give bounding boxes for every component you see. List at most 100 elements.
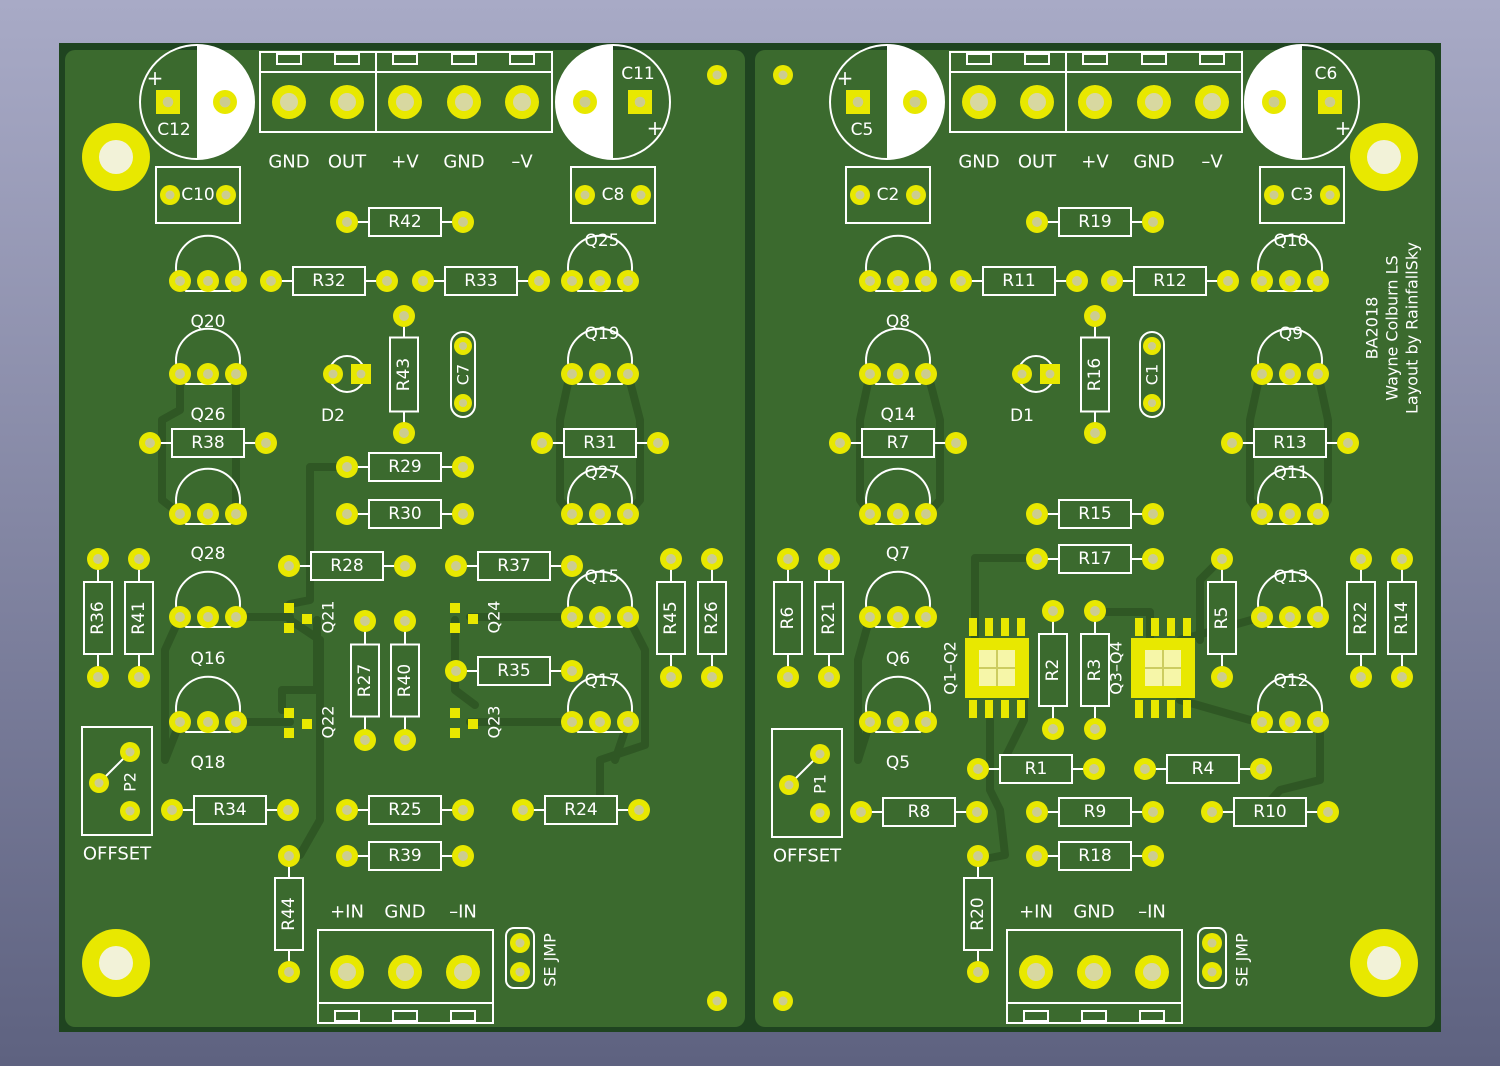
drill-hole [203, 369, 213, 379]
resistor-body [477, 656, 551, 686]
drill-hole [399, 311, 409, 321]
electrolytic-capacitor: +C12 [139, 44, 255, 160]
drill-hole [1017, 369, 1027, 379]
resistor-body [1058, 499, 1132, 529]
drill-hole [458, 851, 468, 861]
transistor: Q9 [1251, 324, 1329, 385]
resistor-body [171, 428, 245, 458]
drill-hole [567, 612, 577, 622]
transistor-label: Q10 [1273, 231, 1308, 251]
connector-pin-label: GND [384, 902, 425, 923]
resistor: R41 [124, 548, 154, 688]
smd-label: Q21 [319, 601, 338, 634]
transistor-label: Q11 [1273, 463, 1308, 483]
transistor-label: Q17 [584, 671, 619, 691]
drill-hole [1324, 96, 1336, 108]
drill-hole [567, 276, 577, 286]
connector-pin-label: +V [391, 152, 419, 173]
transistor-label: Q8 [886, 312, 910, 332]
drill-hole [595, 276, 605, 286]
drill-hole [951, 438, 961, 448]
drill-hole [579, 96, 591, 108]
drill-hole [283, 805, 293, 815]
drill-hole [1285, 717, 1295, 727]
mounting-drill [1367, 946, 1401, 980]
resistor-label: R11 [1002, 271, 1035, 291]
drill-hole [595, 717, 605, 727]
connector-latch [1199, 53, 1225, 65]
resistor: R32 [260, 266, 398, 296]
via [773, 991, 793, 1011]
drill-hole [1032, 554, 1042, 564]
resistor-body [1080, 633, 1110, 707]
electrolytic-capacitor: +C11 [555, 44, 671, 160]
drill-hole [893, 369, 903, 379]
ceramic-capacitor: C1 [1139, 331, 1165, 418]
drill-hole [666, 672, 676, 682]
resistor-label: R19 [1078, 212, 1111, 232]
connector-pin-label: OUT [328, 152, 367, 173]
drill-hole [1285, 612, 1295, 622]
drill-hole [94, 778, 104, 788]
drill-hole [284, 561, 294, 571]
connector-latch [509, 53, 535, 65]
resistor: R11 [950, 266, 1088, 296]
resistor: R1 [967, 754, 1105, 784]
resistor-label: R3 [1085, 659, 1105, 682]
transistor-label: Q26 [190, 405, 225, 425]
resistor-body [773, 581, 803, 655]
drill-hole [856, 807, 866, 817]
resistor-label: R20 [968, 897, 988, 930]
drill-hole [1143, 963, 1161, 981]
drill-hole [342, 462, 352, 472]
drill-hole [824, 554, 834, 564]
drill-hole [454, 963, 472, 981]
drill-hole [1313, 717, 1323, 727]
resistor-label: R40 [395, 664, 415, 697]
drill-hole [623, 276, 633, 286]
connector-pin-label: GND [1073, 902, 1114, 923]
drill-hole [175, 717, 185, 727]
mounting-hole [1350, 123, 1418, 191]
connector-pin-label: GND [958, 152, 999, 173]
drill-hole [1203, 93, 1221, 111]
resistor: R43 [389, 305, 419, 444]
resistor-body [368, 499, 442, 529]
drill-hole [865, 509, 875, 519]
drill-hole [1313, 276, 1323, 286]
via [707, 65, 727, 85]
resistor-body [1387, 581, 1417, 655]
connector-pin-label: OUT [1018, 152, 1057, 173]
resistor: R2 [1038, 600, 1068, 740]
drill-hole [623, 717, 633, 727]
electrolytic-capacitor: +C5 [829, 44, 945, 160]
drill-hole [175, 276, 185, 286]
resistor: R18 [1026, 841, 1164, 871]
cap-outline [845, 166, 931, 224]
drill-hole [909, 96, 921, 108]
drill-hole [125, 747, 135, 757]
drill-hole [175, 509, 185, 519]
connector-pin-label: –IN [449, 902, 477, 923]
resistor-body [368, 795, 442, 825]
jumper-outline [1197, 927, 1227, 989]
resistor-label: R33 [464, 271, 497, 291]
trimmer-outline [771, 728, 843, 838]
resistor-body [477, 551, 551, 581]
transistor: Q13 [1251, 567, 1329, 628]
connector-body [949, 51, 1243, 133]
resistor: R29 [336, 452, 474, 482]
drill-hole [1323, 807, 1333, 817]
drill-hole [360, 616, 370, 626]
connector-pin-label: +IN [330, 902, 364, 923]
resistor-label: R2 [1043, 659, 1063, 682]
drill-hole [707, 554, 717, 564]
resistor: R40 [390, 610, 420, 751]
drill-hole [338, 93, 356, 111]
offset-label: OFFSET [773, 846, 842, 867]
drill-hole [852, 96, 864, 108]
mounting-hole [82, 929, 150, 997]
drill-hole [634, 96, 646, 108]
drill-hole [513, 93, 531, 111]
